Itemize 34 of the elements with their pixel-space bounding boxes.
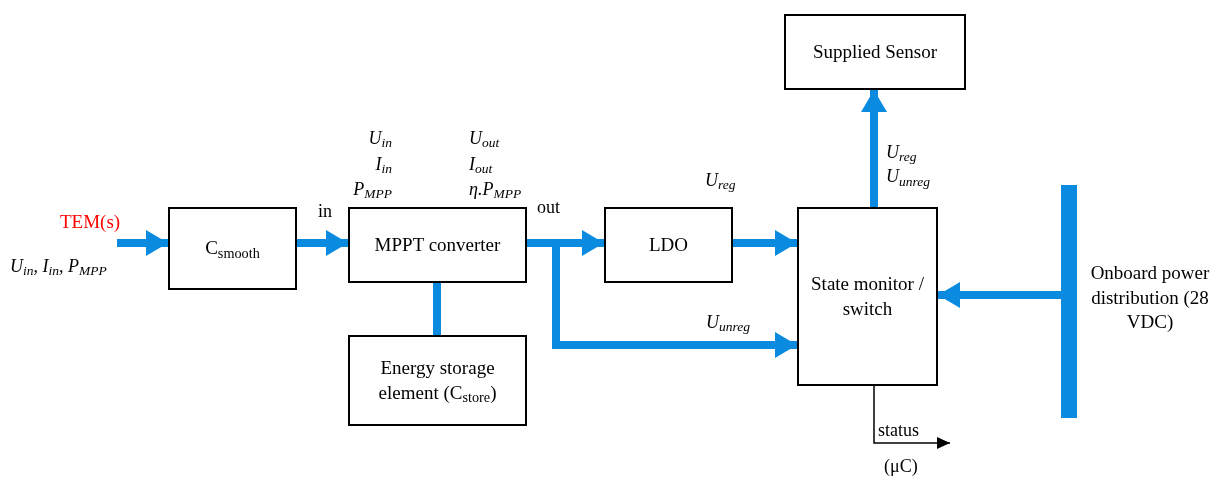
block-box xyxy=(604,207,733,283)
arrow xyxy=(938,282,1061,308)
block-label: C$_{smooth}$ xyxy=(205,236,260,261)
arrow xyxy=(861,90,887,207)
signal-label: TEM(s) xyxy=(60,210,120,234)
signal-label: U$_{out}$ xyxy=(469,127,501,150)
block-label: MPPT converter xyxy=(374,232,501,257)
arrow xyxy=(297,230,348,256)
edge-label: U$_{reg}$ xyxy=(705,169,737,193)
signal-label: U$_{in}$, I$_{in}$, P$_{MPP}$ xyxy=(10,255,108,278)
block-box xyxy=(797,207,938,386)
block-box xyxy=(784,14,966,90)
signal-label: I$_{out}$ xyxy=(469,153,494,176)
edge-label: U$_{unreg}$ xyxy=(706,311,751,335)
block-box xyxy=(168,207,297,290)
signal-label: (μC) xyxy=(884,455,919,478)
signal-label: U$_{in}$ xyxy=(367,127,392,150)
block-box xyxy=(348,207,527,283)
signal-label: out xyxy=(537,196,561,219)
arrow xyxy=(873,385,951,449)
block-label: LDO xyxy=(648,232,689,257)
block-label: State monitor / switch xyxy=(810,271,925,321)
signal-label: P$_{MPP}$ xyxy=(352,178,392,201)
signal-label: in xyxy=(318,200,333,223)
bus-bar xyxy=(1061,185,1077,418)
signal-label: η.P$_{MPP}$ xyxy=(469,178,523,201)
block-box xyxy=(348,335,527,426)
bus-label: Onboard power distribution (28 VDC) xyxy=(1089,261,1211,335)
edge-label: status xyxy=(878,419,920,442)
block-label: Energy storage element (C$_{store}$) xyxy=(377,355,498,406)
signal-label: I$_{in}$ xyxy=(374,153,392,176)
block-label: Supplied Sensor xyxy=(813,39,937,64)
edge-label: U$_{reg}$ U$_{unreg}$ xyxy=(886,141,931,189)
arrow xyxy=(733,230,797,256)
